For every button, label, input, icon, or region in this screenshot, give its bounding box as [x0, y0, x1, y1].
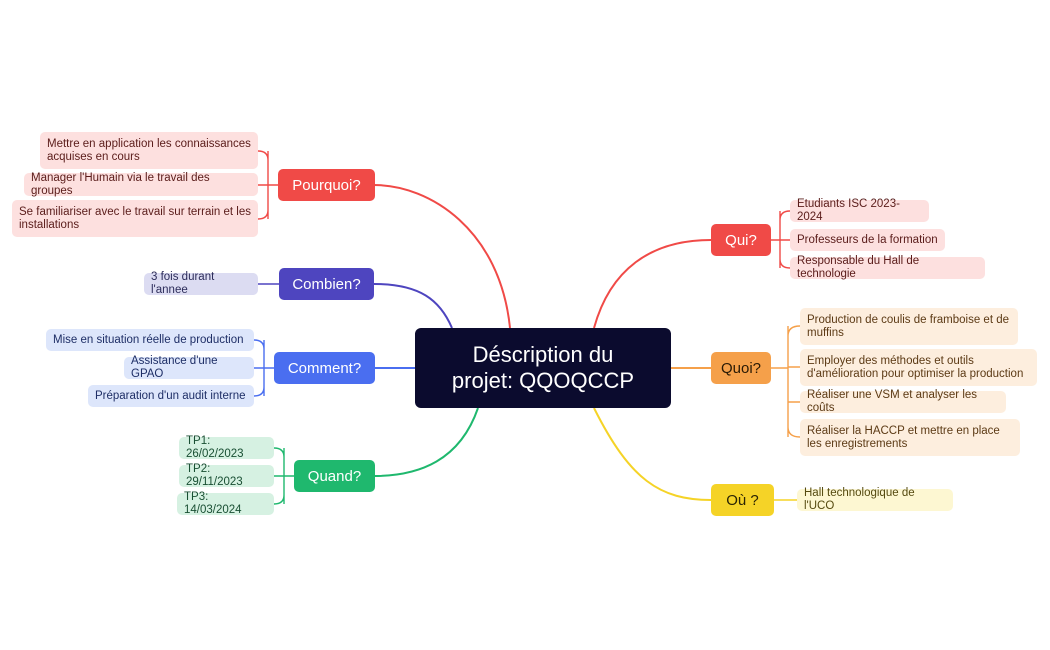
quoi-item-4[interactable]: Réaliser la HACCP et mettre en place les… — [800, 419, 1020, 456]
branch-pourquoi[interactable]: Pourquoi? — [278, 169, 375, 201]
comment-item-1[interactable]: Mise en situation réelle de production — [46, 329, 254, 351]
comment-item-3[interactable]: Préparation d'un audit interne — [88, 385, 254, 407]
branch-quand[interactable]: Quand? — [294, 460, 375, 492]
branch-ou[interactable]: Où ? — [711, 484, 774, 516]
pourquoi-item-1[interactable]: Mettre en application les connaissances … — [40, 132, 258, 169]
quand-item-2[interactable]: TP2: 29/11/2023 — [179, 463, 274, 488]
quand-item-3[interactable]: TP3: 14/03/2024 — [177, 491, 274, 516]
branch-qui[interactable]: Qui? — [711, 224, 771, 256]
combien-item-1[interactable]: 3 fois durant l'annee — [144, 271, 258, 296]
qui-item-1[interactable]: Etudiants ISC 2023-2024 — [790, 198, 929, 223]
pourquoi-item-3[interactable]: Se familiariser avec le travail sur terr… — [12, 200, 258, 237]
quoi-item-2[interactable]: Employer des méthodes et outils d'amélio… — [800, 349, 1037, 386]
branch-comment[interactable]: Comment? — [274, 352, 375, 384]
central-topic[interactable]: Déscription du projet: QQOQCCP — [415, 328, 671, 408]
quoi-item-1[interactable]: Production de coulis de framboise et de … — [800, 308, 1018, 345]
comment-item-2[interactable]: Assistance d'une GPAO — [124, 355, 254, 380]
central-topic-line2: projet: QQOQCCP — [451, 368, 635, 393]
central-topic-line1: Déscription du — [472, 342, 614, 367]
qui-item-2[interactable]: Professeurs de la formation — [790, 229, 945, 251]
branch-quoi[interactable]: Quoi? — [711, 352, 771, 384]
qui-item-3[interactable]: Responsable du Hall de technologie — [790, 255, 985, 280]
quoi-item-3[interactable]: Réaliser une VSM et analyser les coûts — [800, 389, 1006, 414]
pourquoi-item-2[interactable]: Manager l'Humain via le travail des grou… — [24, 172, 258, 197]
ou-item-1[interactable]: Hall technologique de l'UCO — [797, 487, 953, 512]
quand-item-1[interactable]: TP1: 26/02/2023 — [179, 435, 274, 460]
branch-combien[interactable]: Combien? — [279, 268, 374, 300]
